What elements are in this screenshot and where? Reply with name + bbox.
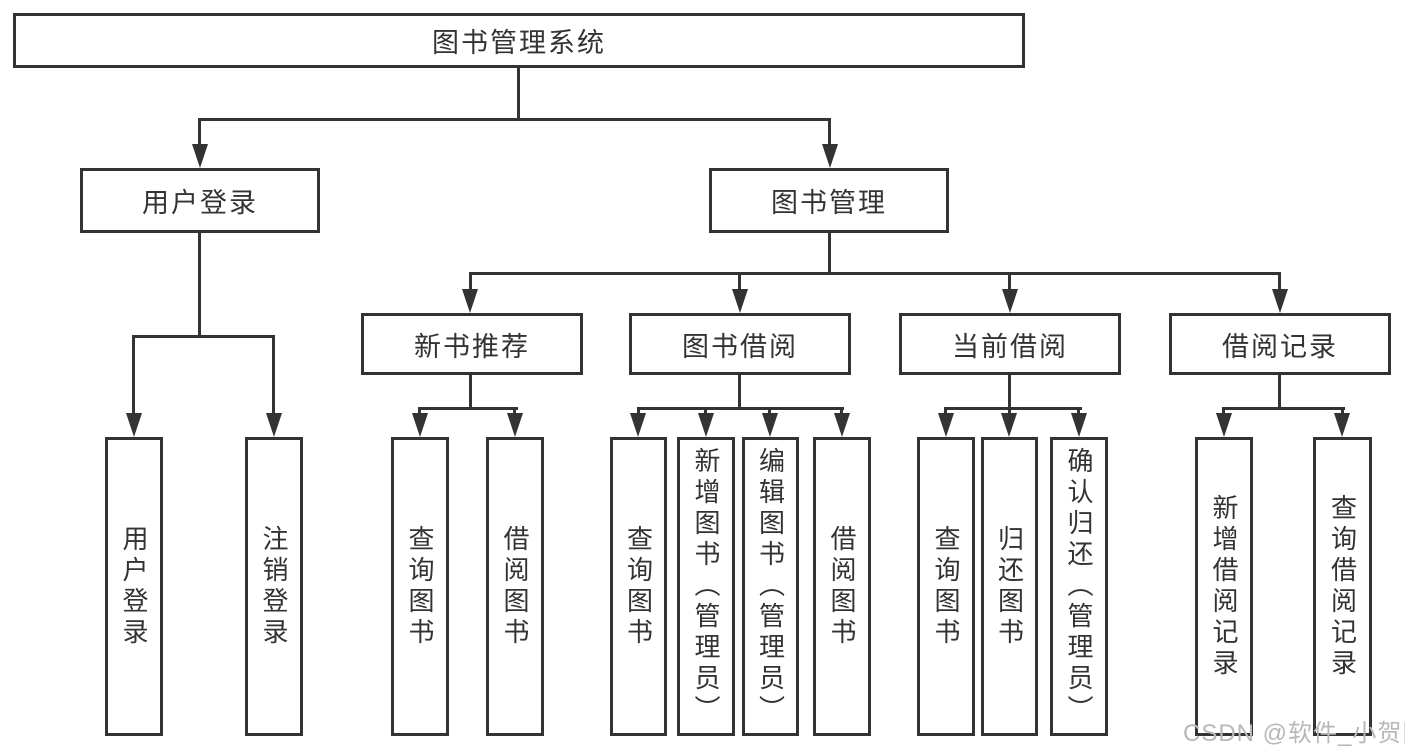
leaf-query-books-current: 查询图书	[917, 437, 975, 736]
node-user-login: 用户登录	[80, 168, 320, 233]
arrowhead-down-icon	[507, 413, 523, 437]
arrowhead-down-icon	[630, 413, 646, 437]
node-label: 查询借阅记录	[1327, 493, 1358, 680]
arrowhead-down-icon	[822, 144, 838, 168]
arrowhead-down-icon	[834, 413, 850, 437]
connector-line	[944, 407, 1082, 410]
connector-line	[1008, 375, 1011, 410]
arrowhead-down-icon	[1272, 289, 1288, 313]
node-label: 图书管理系统	[432, 28, 606, 58]
arrowhead-down-icon	[1334, 413, 1350, 437]
arrowhead-down-icon	[1071, 413, 1087, 437]
node-new-book-recommend: 新书推荐	[361, 313, 583, 375]
arrowhead-down-icon	[126, 413, 142, 437]
leaf-add-borrow-record: 新增借阅记录	[1195, 437, 1253, 736]
leaf-add-books-admin: 新增图书（管理员）	[677, 437, 735, 736]
connector-line	[272, 335, 275, 417]
connector-line	[132, 335, 275, 338]
connector-line	[469, 272, 472, 292]
node-label: 图书管理	[771, 188, 887, 218]
leaf-confirm-return-admin: 确认归还（管理员）	[1050, 437, 1108, 736]
leaf-query-borrow-record: 查询借阅记录	[1313, 437, 1372, 736]
leaf-edit-books-admin: 编辑图书（管理员）	[742, 437, 799, 736]
arrowhead-down-icon	[1216, 413, 1232, 437]
node-label: 查询图书	[405, 524, 435, 649]
arrowhead-down-icon	[938, 413, 954, 437]
arrowhead-down-icon	[412, 413, 428, 437]
node-label: 查询图书	[623, 524, 654, 649]
connector-line	[198, 118, 201, 148]
node-label: 注销登录	[259, 524, 289, 649]
arrowhead-down-icon	[698, 413, 714, 437]
connector-line	[469, 375, 472, 410]
connector-line	[517, 68, 520, 118]
node-label: 新书推荐	[414, 331, 530, 362]
node-book-management: 图书管理	[709, 168, 949, 233]
leaf-query-books-borrow: 查询图书	[610, 437, 667, 736]
leaf-borrow-books: 借阅图书	[813, 437, 871, 736]
node-label: 查询图书	[931, 524, 961, 649]
connector-line	[828, 233, 831, 274]
node-label: 编辑图书（管理员）	[755, 447, 786, 726]
connector-line	[418, 407, 518, 410]
node-label: 确认归还（管理员）	[1064, 447, 1094, 726]
leaf-borrow-books-recommend: 借阅图书	[486, 437, 544, 736]
node-label: 新增借阅记录	[1209, 493, 1239, 680]
connector-line	[1278, 375, 1281, 410]
connector-line	[828, 118, 831, 148]
connector-line	[198, 233, 201, 335]
node-label: 当前借阅	[952, 331, 1068, 362]
leaf-query-books-recommend: 查询图书	[391, 437, 449, 736]
arrowhead-down-icon	[762, 413, 778, 437]
leaf-return-books: 归还图书	[981, 437, 1038, 736]
arrowhead-down-icon	[1001, 413, 1017, 437]
csdn-watermark: CSDN @软件_小贺同学	[1183, 720, 1405, 747]
node-book-borrow: 图书借阅	[629, 313, 851, 375]
node-label: 借阅图书	[827, 524, 857, 649]
arrowhead-down-icon	[1002, 289, 1018, 313]
node-current-borrow: 当前借阅	[899, 313, 1121, 375]
connector-line	[1008, 272, 1011, 292]
node-label: 归还图书	[994, 524, 1025, 649]
arrowhead-down-icon	[266, 413, 282, 437]
node-label: 借阅图书	[500, 524, 530, 649]
arrowhead-down-icon	[462, 289, 478, 313]
arrowhead-down-icon	[732, 289, 748, 313]
leaf-user-login: 用户登录	[105, 437, 163, 736]
arrowhead-down-icon	[192, 144, 208, 168]
connector-line	[198, 118, 831, 121]
node-label: 图书借阅	[682, 331, 798, 362]
connector-line	[637, 407, 844, 410]
node-root-library-system: 图书管理系统	[13, 13, 1025, 68]
connector-line	[738, 272, 741, 292]
node-label: 新增图书（管理员）	[691, 447, 721, 726]
connector-line	[132, 335, 135, 417]
node-label: 借阅记录	[1222, 331, 1338, 362]
node-label: 用户登录	[142, 188, 258, 218]
connector-line	[1278, 272, 1281, 292]
connector-line	[738, 375, 741, 410]
connector-line	[1222, 407, 1345, 410]
node-borrow-records: 借阅记录	[1169, 313, 1391, 375]
node-label: 用户登录	[119, 524, 149, 649]
leaf-logout: 注销登录	[245, 437, 303, 736]
connector-line	[469, 272, 1281, 275]
